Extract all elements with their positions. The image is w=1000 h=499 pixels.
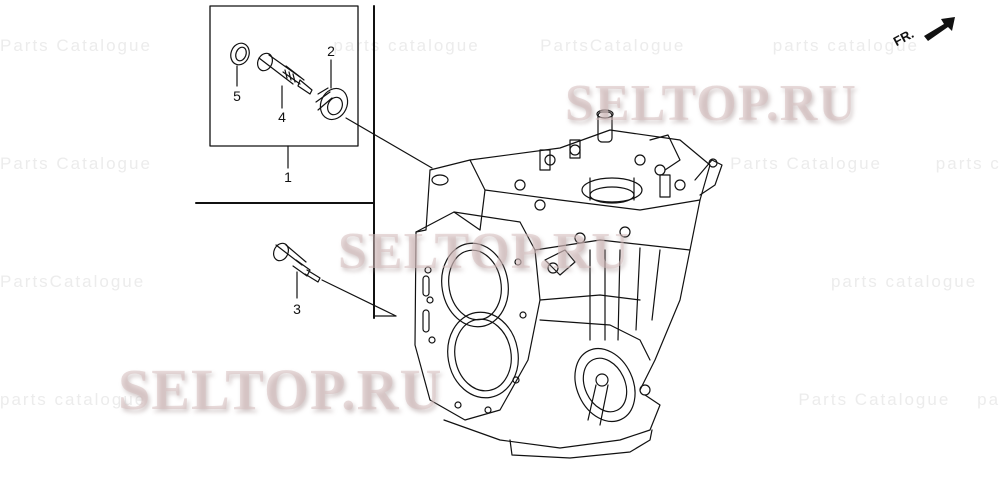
callout-1: 1 bbox=[284, 169, 292, 185]
background-text-row: PartsCatalogue parts catalogue bbox=[0, 272, 978, 291]
cylinder-block bbox=[414, 109, 723, 459]
watermark: SELTOP.RU bbox=[338, 223, 630, 280]
callout-3: 3 bbox=[293, 301, 301, 317]
callout-2: 2 bbox=[327, 43, 335, 59]
watermark: SELTOP.RU bbox=[565, 75, 857, 132]
assembly-kit-box bbox=[209, 5, 359, 169]
knurled-nut-part bbox=[315, 59, 433, 169]
frame-lines bbox=[195, 5, 375, 319]
callout-4: 4 bbox=[278, 109, 286, 125]
background-text-row: Parts Catalogue parts catalogue PartsCat… bbox=[0, 36, 920, 55]
shaft-part bbox=[257, 52, 313, 109]
background-text-row: Parts Catalogue Parts Catalogue parts ca… bbox=[0, 154, 1000, 173]
background-text-row: parts catalogue Parts Catalogue parts ca… bbox=[0, 390, 1000, 409]
watermark: SELTOP.RU bbox=[118, 357, 443, 422]
plug-bolt-part bbox=[273, 242, 397, 317]
front-direction-arrow bbox=[924, 17, 955, 41]
callout-5: 5 bbox=[233, 88, 241, 104]
washer-part bbox=[230, 42, 250, 87]
